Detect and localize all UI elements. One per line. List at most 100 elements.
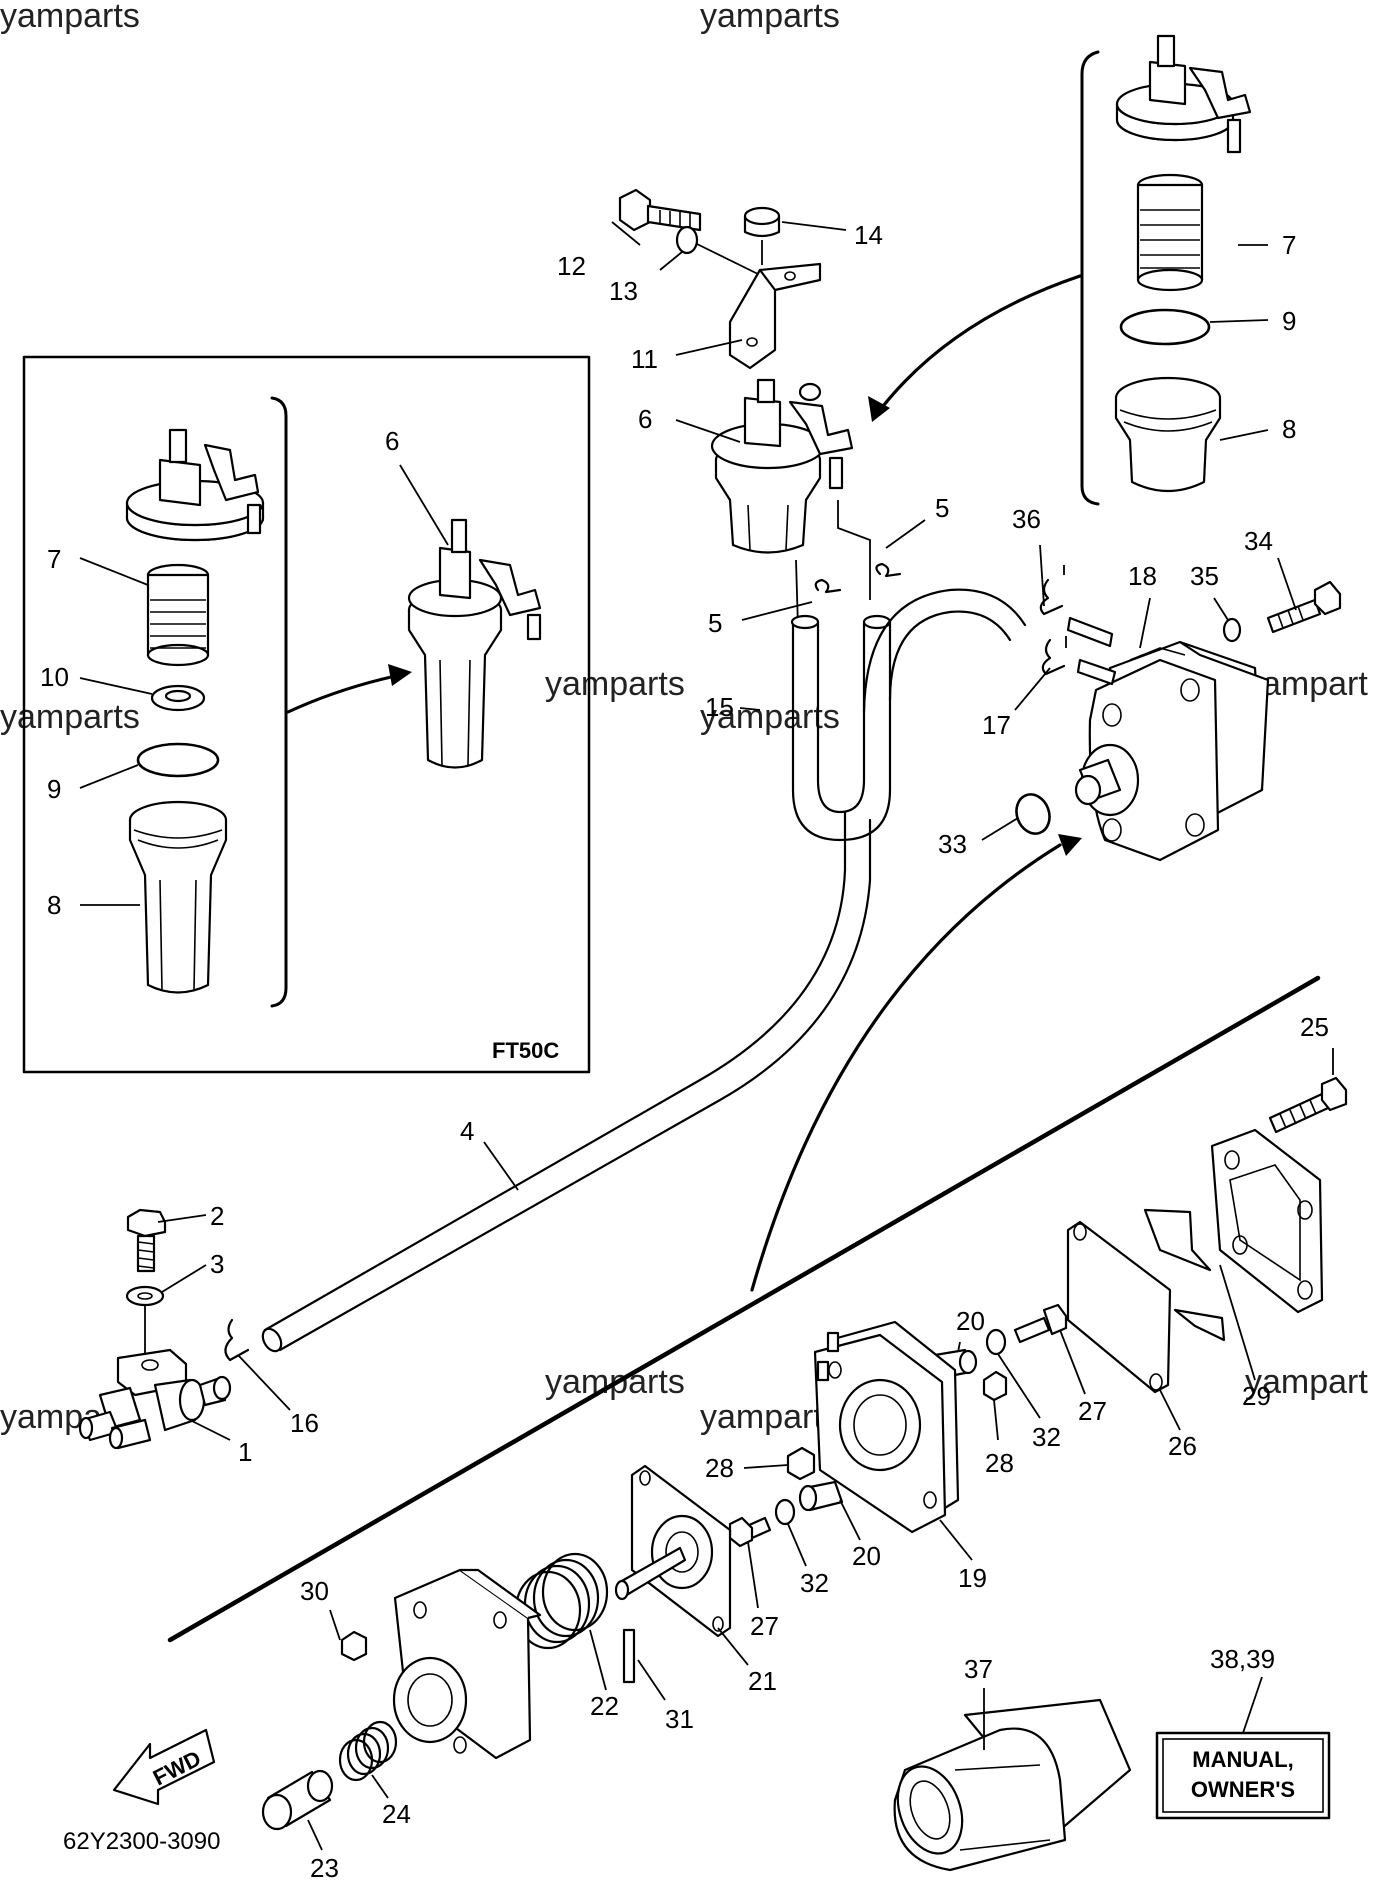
nut-28-upper [982, 1370, 1008, 1402]
pump-arrow [750, 843, 1062, 1292]
callout-23: 23 [310, 1853, 339, 1883]
callout-28: 28 [985, 1448, 1014, 1478]
nut-30 [340, 1630, 368, 1662]
inset-frame [22, 355, 591, 1074]
callout-9: 9 [47, 774, 61, 804]
inset-o-ring [136, 742, 220, 778]
callout-7: 7 [1282, 230, 1296, 260]
hoses [224, 500, 1027, 1362]
callout-11: 11 [631, 344, 658, 374]
spring-24 [338, 1720, 398, 1782]
callouts: 12 13 14 11 6 5 5 15 36 17 18 35 34 33 7… [40, 220, 1329, 1883]
callout-5: 5 [708, 608, 722, 638]
callout-2: 2 [210, 1201, 224, 1231]
watermark: yamparts [0, 0, 140, 35]
cover-29 [1210, 1128, 1324, 1314]
watermark: yamparts [0, 698, 140, 736]
callout-27: 27 [1078, 1396, 1107, 1426]
nut-28-lower [786, 1446, 816, 1481]
callout-34: 34 [1244, 526, 1273, 556]
callout-36: 36 [1012, 504, 1041, 534]
pump-body-19 [813, 1320, 960, 1534]
watermark: yamparts [700, 698, 840, 736]
inset-ft50c: FT50C [22, 355, 591, 1074]
pump-nozzle [1074, 743, 1140, 817]
bolt-27-upper [1013, 1303, 1068, 1344]
fwd-arrow: FWD [112, 1728, 216, 1806]
callout-27: 27 [750, 1611, 779, 1641]
inset-nut-ring [150, 684, 206, 712]
callout-25: 25 [1300, 1012, 1329, 1042]
watermark: yampart [1245, 1363, 1368, 1401]
callout-29: 29 [1242, 1381, 1271, 1411]
callout-33: 33 [938, 829, 967, 859]
callout-8: 8 [1282, 414, 1296, 444]
manual-label-line1: MANUAL, [1192, 1747, 1293, 1772]
callout-32: 32 [800, 1568, 829, 1598]
detail-o-ring [1119, 308, 1211, 346]
detail-bracket [1080, 50, 1100, 506]
callout-15: 15 [705, 692, 734, 722]
callout-7: 7 [47, 544, 61, 574]
leader-lines [79, 221, 1334, 1851]
inset-arrow [286, 673, 402, 714]
detail-filter-element [1136, 173, 1204, 292]
diagram-code: 62Y2300-3090 [63, 1828, 220, 1855]
callout-32: 32 [1032, 1422, 1061, 1452]
callout-30: 30 [300, 1576, 329, 1606]
callout-17: 17 [982, 710, 1011, 740]
pin-31 [622, 1628, 636, 1684]
valve-piece [1173, 1308, 1226, 1342]
inset-bracket [270, 396, 288, 1008]
inset-assembled-filter [407, 518, 542, 769]
nut-14 [743, 206, 781, 238]
callout-12: 12 [557, 251, 586, 281]
housing [392, 1568, 542, 1760]
washer-3 [125, 1285, 165, 1307]
spring-22 [514, 1552, 609, 1650]
callout-19: 19 [958, 1563, 987, 1593]
bolt-34 [1266, 580, 1342, 634]
fuel-pump-18 [1088, 640, 1270, 862]
o-ring-33 [1015, 793, 1051, 835]
inset-filter-element [146, 563, 210, 667]
manual-label-line2: OWNER'S [1191, 1777, 1295, 1802]
axis-line [167, 975, 1321, 1643]
detail-filter-exploded [868, 34, 1252, 506]
valve-piece [1143, 1208, 1212, 1272]
watermarks: yamparts yamparts yamparts yamparts yamp… [0, 0, 1368, 1436]
detail-filter-head [1115, 34, 1252, 154]
bolt-12 [618, 188, 702, 232]
callout-10: 10 [40, 662, 69, 692]
callout-38-39: 38,39 [1210, 1644, 1275, 1674]
fuel-filter-assembly [618, 188, 854, 554]
bolt-27-lower [728, 1516, 772, 1548]
gasket-26 [1066, 1220, 1172, 1394]
fuel-pump-assembly [750, 565, 1342, 1292]
detail-arrowhead [868, 396, 890, 422]
callout-24: 24 [382, 1799, 411, 1829]
diaphragm-21 [614, 1464, 732, 1638]
callout-16: 16 [290, 1408, 319, 1438]
callout-3: 3 [210, 1249, 224, 1279]
washer-35 [1222, 617, 1242, 643]
callout-1: 1 [238, 1437, 252, 1467]
callout-21: 21 [748, 1666, 777, 1696]
fuel-filter-6 [710, 378, 854, 554]
callout-22: 22 [590, 1691, 619, 1721]
bolt-2 [126, 1208, 167, 1273]
callout-8: 8 [47, 890, 61, 920]
callout-28: 28 [705, 1453, 734, 1483]
check-valve-20-lower [798, 1480, 844, 1512]
callout-13: 13 [609, 276, 638, 306]
watermark: yamparts [545, 665, 685, 703]
callout-37: 37 [964, 1654, 993, 1684]
washer-13 [675, 225, 699, 255]
inset-filter-head [125, 428, 265, 542]
pump-fittings [1039, 565, 1117, 686]
callout-31: 31 [665, 1704, 694, 1734]
callout-18: 18 [1128, 561, 1157, 591]
joint-assembly [78, 1208, 232, 1450]
sleeve-37 [893, 1698, 1132, 1872]
washer-32-upper [985, 1328, 1007, 1356]
